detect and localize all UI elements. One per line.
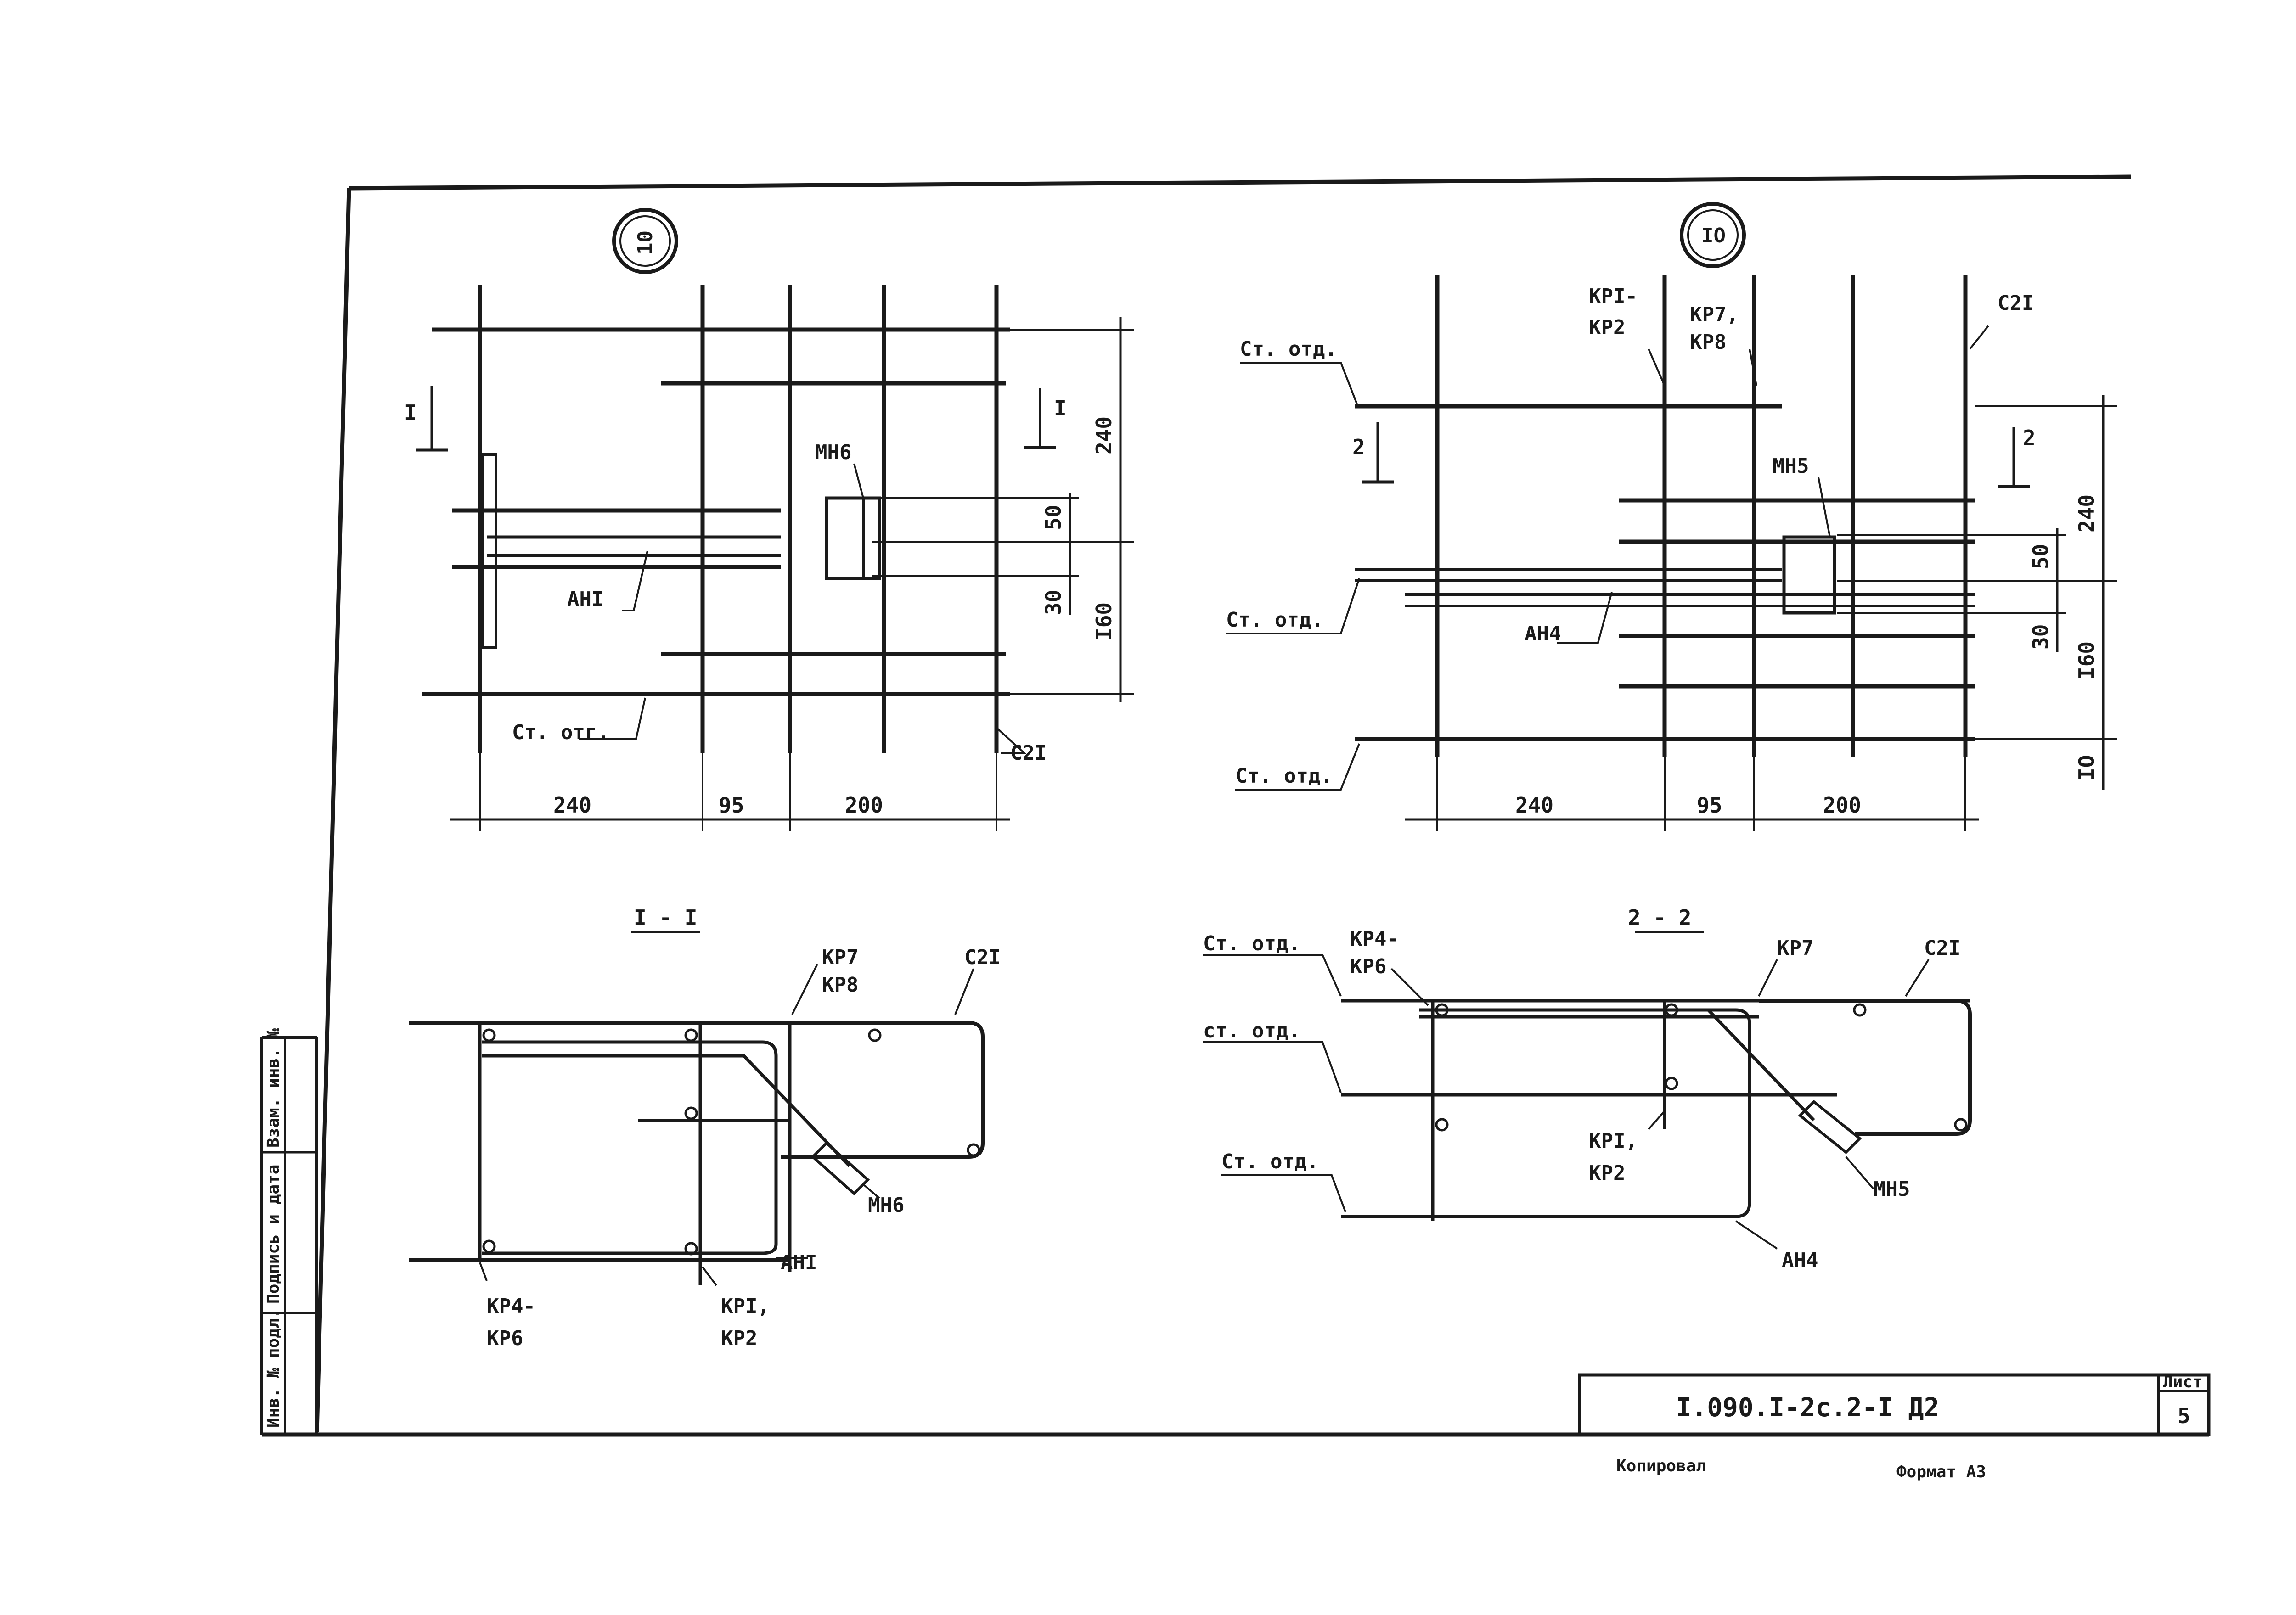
section-2-2-text: 2 - 2 Ст. отд. КP4- КP6 КP7 С2I ст. отд.…: [1203, 905, 1960, 1272]
document-code: I.090.I-2c.2-I Д2: [1676, 1393, 1939, 1423]
dim-right-h-95: 95: [1697, 793, 1722, 818]
label-c21-right: С2I: [1998, 292, 2034, 315]
plan-view-left: [416, 208, 1134, 831]
side-stamp: Инв. № подл. Подпись и дата Взам. инв. №: [264, 1028, 283, 1428]
label-st-otd-top: Ст. отд.: [1240, 337, 1337, 361]
dim-right-v-160: I60: [2074, 641, 2099, 679]
section-2-title: 2 - 2: [1628, 905, 1691, 930]
label-an1: АНI: [567, 588, 603, 611]
label-mn6: МН6: [815, 441, 851, 464]
dim-left-v-240: 240: [1092, 416, 1116, 454]
label-kp6-s2: КP6: [1350, 955, 1386, 978]
footer-format: Формат А3: [1896, 1463, 1986, 1481]
label-c21-s1: С2I: [964, 946, 1001, 969]
label-kp7-s1: КP7: [822, 946, 858, 969]
label-kp1-right: КPI-: [1589, 285, 1638, 308]
section-1-1: [409, 931, 985, 1286]
label-kp4-s1: КP4-: [487, 1295, 535, 1318]
label-st-otd-mid: Ст. отд.: [1226, 608, 1323, 632]
dim-right-v-50: 50: [2028, 544, 2053, 569]
dim-right-h-240: 240: [1515, 793, 1553, 818]
plan-right-cut-mark-a: 2: [1352, 435, 1365, 460]
dim-right-v-240: 240: [2074, 494, 2099, 533]
sheet-frame: [260, 174, 2211, 1437]
label-kp2-right: КP2: [1589, 316, 1625, 339]
plan-view-right-text: IO 2 2 КPI- КP2 КP7, КP8 С2I Ст. отд. Ст…: [1226, 224, 2099, 818]
label-an1-s1: АНI: [781, 1251, 817, 1274]
label-kp2-s2: КP2: [1589, 1161, 1625, 1185]
sheet-label: Лист: [2163, 1373, 2203, 1391]
sheet-number: 5: [2178, 1403, 2190, 1428]
plan-right-marker: IO: [1701, 224, 1726, 247]
dim-right-h-200: 200: [1823, 793, 1861, 818]
label-mn5-plan: МН5: [1773, 454, 1809, 478]
plan-left-cut-mark-a: I: [404, 400, 417, 425]
stamp-signature-date: Подпись и дата: [264, 1165, 283, 1304]
label-kp4-s2: КP4-: [1350, 927, 1399, 951]
dim-left-h-240: 240: [553, 793, 591, 818]
label-kp7-s2: КP7: [1777, 936, 1813, 960]
section-1-title: I - I: [634, 905, 697, 930]
label-kp8-right: КP8: [1690, 331, 1726, 354]
label-kp1-s2: КPI,: [1589, 1129, 1638, 1153]
label-st-otd-s2-mid: ст. отд.: [1203, 1019, 1300, 1043]
stamp-vzam-inv: Взам. инв. №: [264, 1028, 283, 1148]
plan-view-left-text: 10 I I МН6 АНI Ст. отг. С2I 240 95 200 2…: [404, 230, 1116, 818]
dim-right-v-10: IO: [2074, 755, 2099, 780]
label-st-otd-bottom: Ст. отд.: [1235, 764, 1333, 788]
footer-kopiroval: Копировал: [1616, 1457, 1706, 1475]
dim-right-v-30: 30: [2028, 624, 2053, 650]
label-c21-left: С2I: [1010, 741, 1047, 765]
plan-view-right: [1226, 202, 2117, 831]
label-st-otg: Ст. отг.: [512, 721, 609, 744]
plan-left-marker: 10: [634, 230, 657, 255]
label-kp6-s1: КP6: [487, 1327, 523, 1350]
dim-left-h-95: 95: [719, 793, 744, 818]
label-an4-plan: АН4: [1525, 622, 1561, 645]
label-kp2-s1: КP2: [721, 1327, 757, 1350]
dim-left-v-50: 50: [1041, 505, 1066, 530]
label-kp1-s1: КPI,: [721, 1295, 770, 1318]
label-kp7-right: КP7,: [1690, 303, 1739, 326]
label-kp8-s1: КP8: [822, 973, 858, 997]
label-mn6-s1: МН6: [868, 1194, 904, 1217]
dim-left-v-160: I60: [1092, 602, 1116, 640]
label-an4-s2: АН4: [1782, 1249, 1818, 1272]
label-mn5-s2: МН5: [1874, 1178, 1910, 1201]
section-1-1-text: I - I КP7 КP8 С2I МН6 АНI КP4- КP6 КPI, …: [487, 905, 1001, 1350]
label-st-otd-s2-bottom: Ст. отд.: [1221, 1150, 1319, 1173]
stamp-inv-podl: Инв. № подл.: [264, 1308, 283, 1428]
label-st-otd-s2-top: Ст. отд.: [1203, 932, 1300, 955]
dim-left-h-200: 200: [845, 793, 883, 818]
section-2-2: [1203, 931, 1972, 1250]
plan-right-cut-mark-b: 2: [2023, 426, 2036, 450]
plan-left-cut-mark-b: I: [1054, 396, 1067, 421]
dim-left-v-30: 30: [1041, 590, 1066, 615]
label-c21-s2: С2I: [1924, 936, 1960, 960]
